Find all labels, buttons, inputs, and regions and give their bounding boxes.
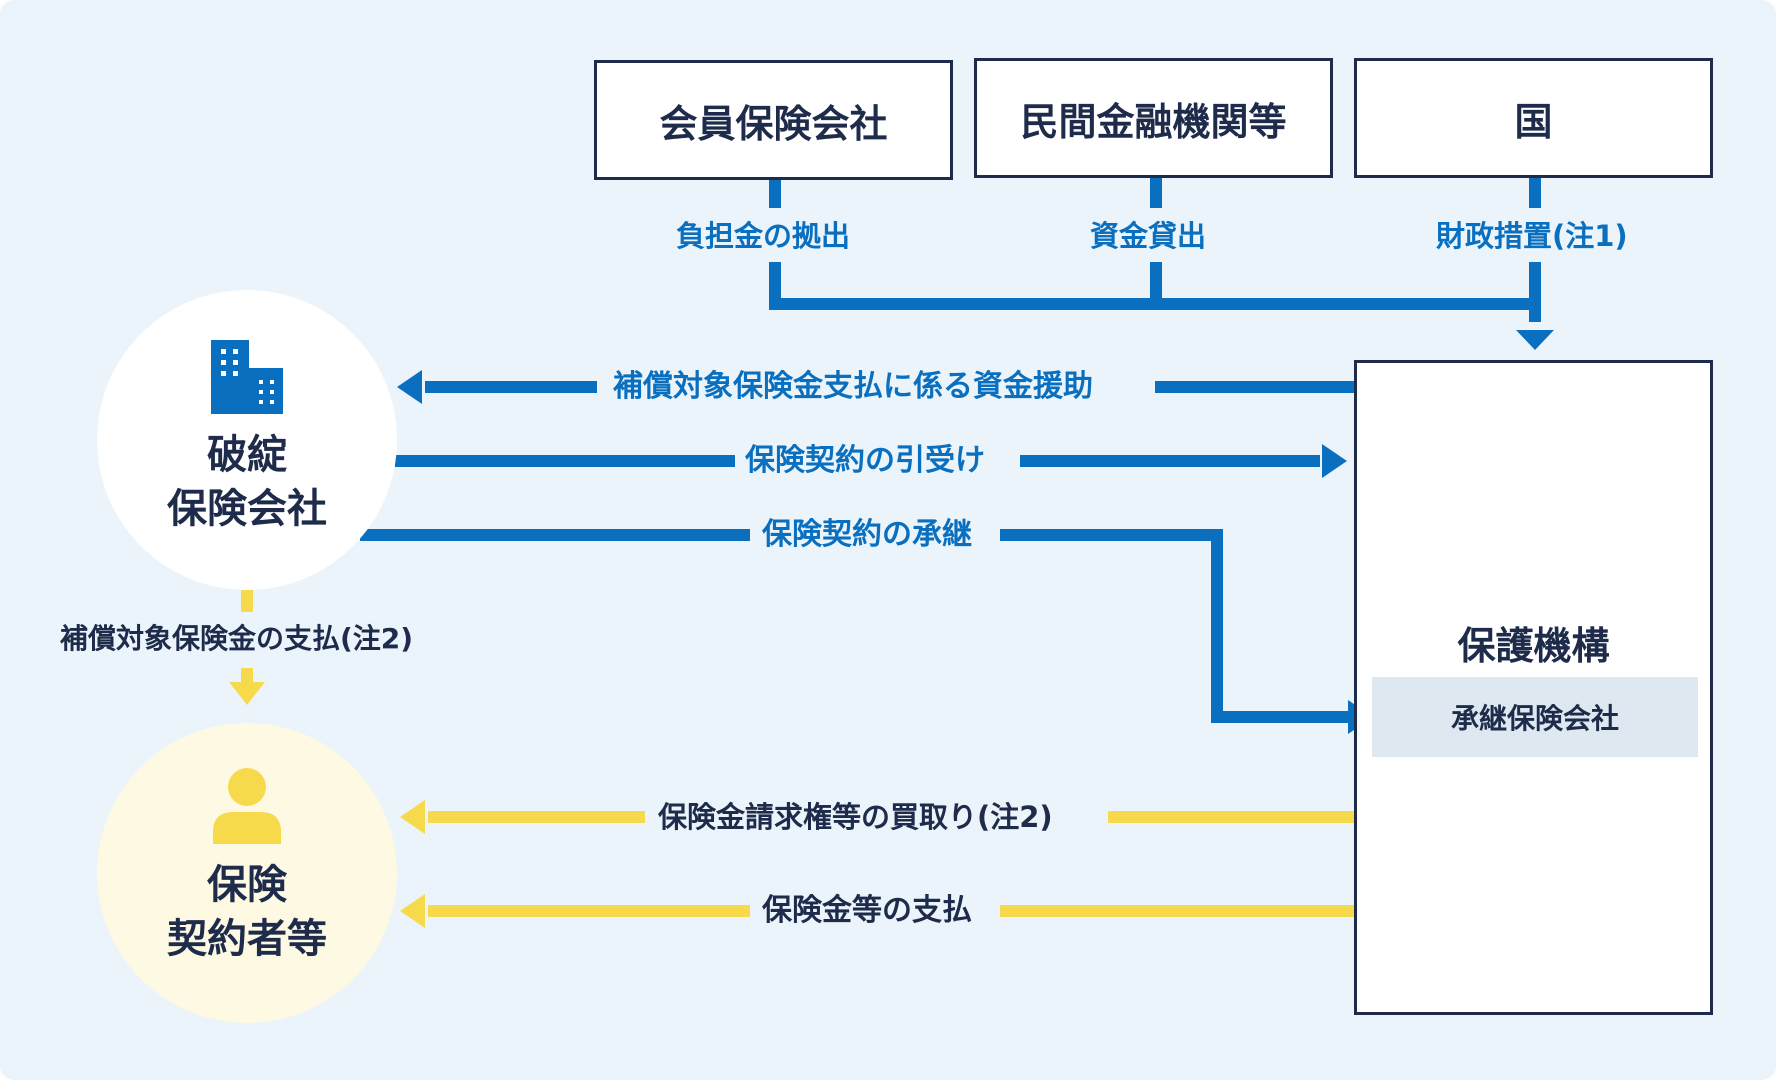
failed-insurer-line1: 破綻 xyxy=(207,432,287,478)
compensation-payment-label: 補償対象保険金の支払(注2) xyxy=(60,622,414,655)
financial-aid-label: 補償対象保険金支払に係る資金援助 xyxy=(613,369,1093,404)
private-financial-box: 民間金融機関等 xyxy=(974,58,1333,178)
successor-insurer-box: 承継保険会社 xyxy=(1372,677,1698,757)
underwriting-arrowhead xyxy=(1322,444,1347,478)
failed-insurer-circle: 破綻 保険会社 xyxy=(97,290,397,590)
protection-org-title: 保護機構 xyxy=(1457,624,1610,668)
person-icon xyxy=(213,768,281,844)
contribution-label: 負担金の拠出 xyxy=(676,219,851,253)
financial-aid-arrowhead xyxy=(397,370,422,404)
claim-purchase-label: 保険金請求権等の買取り(注2) xyxy=(658,800,1053,834)
fiscal-arrowhead xyxy=(1516,330,1554,350)
claim-purchase-arrowhead xyxy=(400,800,425,834)
compensation-arrowhead xyxy=(229,682,265,705)
failed-insurer-line2: 保険会社 xyxy=(167,486,327,532)
payment-arrowhead xyxy=(400,894,425,928)
insurance-payment-label: 保険金等の支払 xyxy=(762,893,972,928)
loan-label: 資金貸出 xyxy=(1090,219,1207,253)
policyholders-line1: 保険 xyxy=(207,862,287,908)
succession-label: 保険契約の承継 xyxy=(762,517,972,552)
succession-line-right xyxy=(1000,529,1350,723)
member-insurers-box: 会員保険会社 xyxy=(594,60,953,180)
building-icon xyxy=(211,340,283,414)
policyholders-circle: 保険 契約者等 xyxy=(97,723,397,1023)
policyholders-line2: 契約者等 xyxy=(167,916,327,962)
underwriting-label: 保険契約の引受け xyxy=(745,443,985,478)
fiscal-label: 財政措置(注1) xyxy=(1436,219,1628,253)
government-box: 国 xyxy=(1354,58,1713,178)
